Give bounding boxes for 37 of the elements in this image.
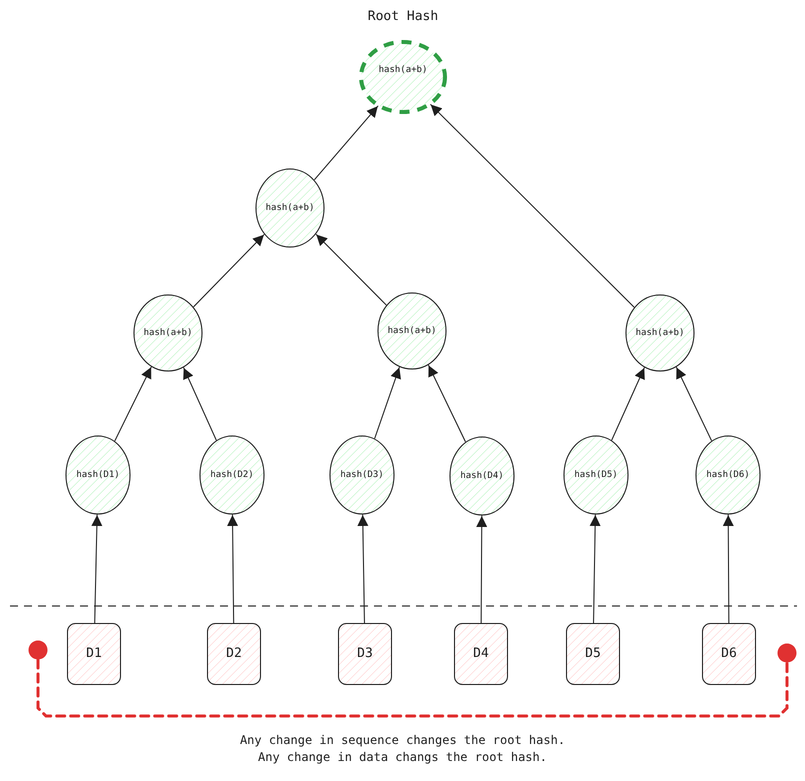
node-label: D2	[225, 646, 243, 662]
arrow	[316, 234, 387, 306]
note-text: Any change in data changs the root hash.	[257, 750, 548, 764]
node-label: hash(a+b)	[142, 327, 194, 339]
arrow	[227, 514, 238, 624]
node-label: hash(D1)	[75, 469, 121, 481]
arrow	[611, 367, 645, 440]
node-label: hash(a+b)	[634, 327, 686, 339]
node-label: D1	[85, 646, 103, 662]
arrow	[357, 514, 368, 624]
dashed-connector	[36, 658, 788, 718]
arrow	[676, 366, 712, 441]
node-label: hash(D6)	[705, 469, 751, 481]
node-label: hash(D5)	[573, 469, 619, 481]
heading: Root Hash	[366, 9, 440, 25]
note-text: Any change in sequence changes the root hash.	[238, 733, 566, 747]
node-label: D5	[584, 646, 602, 662]
arrow	[183, 367, 217, 440]
arrow	[428, 364, 466, 442]
node-label: hash(a+b)	[378, 64, 428, 76]
node-label: D4	[472, 646, 490, 662]
arrow	[193, 234, 264, 308]
arrow	[590, 514, 601, 624]
node-label: hash(a+b)	[386, 325, 438, 337]
arrow	[314, 106, 378, 180]
node-label: D3	[356, 646, 374, 662]
node-label: hash(D4)	[459, 470, 505, 482]
arrow	[374, 366, 401, 439]
node-label: hash(D3)	[339, 469, 385, 481]
node-label: hash(D2)	[209, 469, 255, 481]
node-label: D6	[720, 646, 738, 662]
node-label: hash(a+b)	[264, 202, 316, 214]
arrow	[476, 516, 488, 624]
arrow	[722, 514, 734, 624]
arrow	[430, 104, 634, 308]
arrow	[91, 514, 102, 624]
arrow	[114, 366, 152, 442]
